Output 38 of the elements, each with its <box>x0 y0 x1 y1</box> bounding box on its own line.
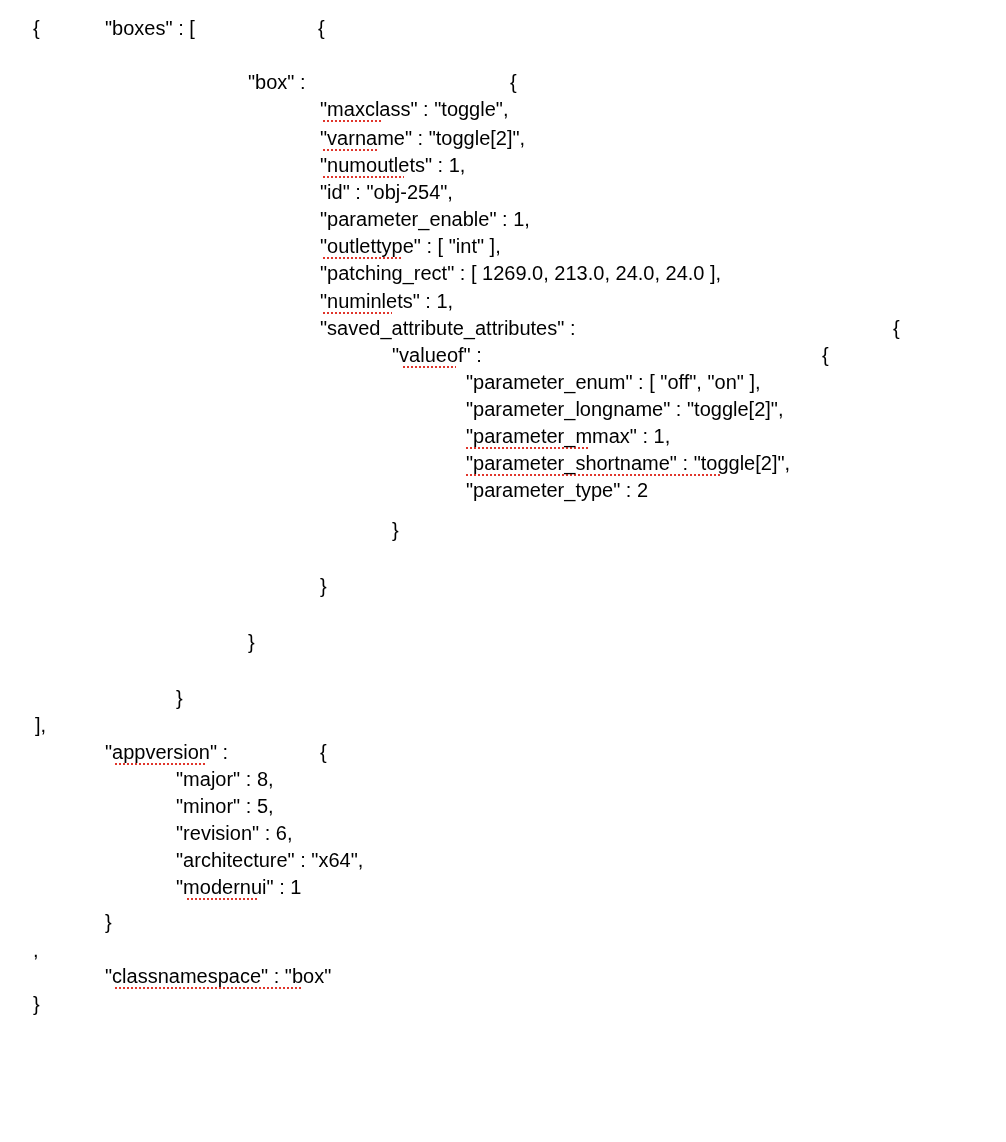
code-line: "modernui" : 1 <box>176 875 302 899</box>
code-line: { <box>33 16 40 40</box>
code-line: "classnamespace" : "box" <box>105 964 332 988</box>
code-line: "boxes" : [ <box>105 16 195 40</box>
code-line: "minor" : 5, <box>176 794 274 818</box>
code-line: } <box>33 992 40 1016</box>
code-line: } <box>248 630 255 654</box>
code-line: "parameter_mmax" : 1, <box>466 424 671 448</box>
code-line: "outlettype" : [ "int" ], <box>320 234 501 258</box>
code-line: "numoutlets" : 1, <box>320 153 466 177</box>
code-line: "major" : 8, <box>176 767 274 791</box>
code-line: ], <box>35 713 47 737</box>
code-line: } <box>320 574 327 598</box>
code-line: "varname" : "toggle[2]", <box>320 126 526 150</box>
code-line: "parameter_enum" : [ "off", "on" ], <box>466 370 761 394</box>
code-line: "maxclass" : "toggle", <box>320 97 509 121</box>
code-line: } <box>176 686 183 710</box>
code-line: "id" : "obj-254", <box>320 180 453 204</box>
code-line: "valueof" : <box>392 343 482 367</box>
code-line: { <box>510 70 517 94</box>
code-line: "patching_rect" : [ 1269.0, 213.0, 24.0, 24.0 ], <box>320 261 722 285</box>
code-line: "parameter_longname" : "toggle[2]", <box>466 397 784 421</box>
code-line: } <box>392 518 399 542</box>
code-line: "parameter_shortname" : "toggle[2]", <box>466 451 791 475</box>
code-line: "architecture" : "x64", <box>176 848 364 872</box>
code-line: "parameter_enable" : 1, <box>320 207 530 231</box>
code-line: { <box>320 740 327 764</box>
code-line: "parameter_type" : 2 <box>466 478 649 502</box>
code-line: "box" : <box>248 70 306 94</box>
code-line: { <box>318 16 325 40</box>
code-line: { <box>893 316 900 340</box>
code-line: } <box>105 910 112 934</box>
code-line: "saved_attribute_attributes" : <box>320 316 576 340</box>
code-line: "numinlets" : 1, <box>320 289 454 313</box>
code-line: "revision" : 6, <box>176 821 293 845</box>
code-line: , <box>33 938 39 962</box>
code-line: { <box>822 343 829 367</box>
code-line: "appversion" : <box>105 740 229 764</box>
